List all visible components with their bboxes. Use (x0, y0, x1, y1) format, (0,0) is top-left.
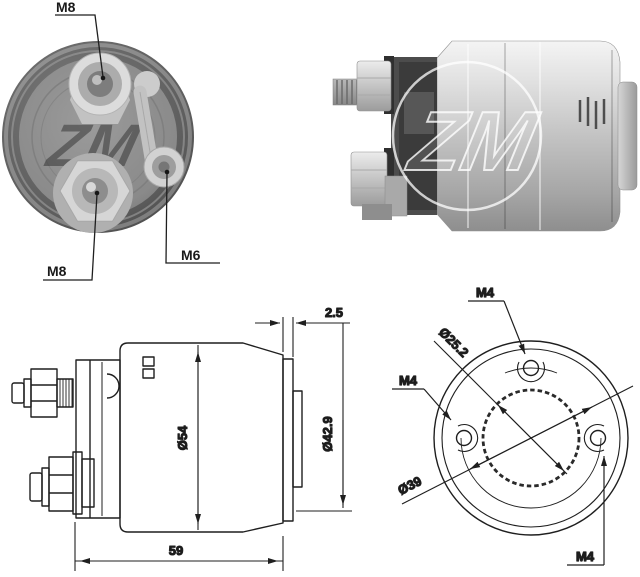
callout-m4-right: M4 (567, 456, 607, 566)
mount-hole-left (455, 423, 479, 453)
dim-body-diameter-text: Ø54 (175, 425, 190, 450)
terminal-m8-top (68, 52, 132, 124)
dim-rear-diameter-text: Ø42.9 (320, 416, 335, 451)
solenoid-body (436, 40, 621, 232)
dim-body-length: 59 (74, 522, 284, 571)
dim-lip-thickness: 2.5 (255, 304, 350, 357)
drawing-body-outline (119, 342, 284, 533)
dim-body-length-text: 59 (169, 543, 183, 558)
callout-m4-top: M4 (468, 284, 526, 355)
stud-bottom (350, 151, 408, 220)
dim-body-diameter: Ø54 (174, 345, 201, 530)
watermark-text: ZM (401, 94, 546, 188)
jumper-strap (133, 71, 160, 165)
drawing-stud-top (11, 368, 74, 418)
solenoid-rear-rim (617, 81, 638, 191)
mount-hole-top (516, 359, 546, 383)
label-m4-top: M4 (476, 285, 495, 300)
stud-top (332, 60, 392, 112)
drawing-rear-cap (282, 358, 294, 522)
label-m4-left: M4 (399, 373, 418, 388)
terminal-m8-bottom (53, 153, 133, 233)
stamped-marks (578, 97, 606, 129)
watermark-zm-light: ZM (391, 60, 547, 212)
drawing-rear-boss (292, 390, 303, 488)
mount-hole-right (583, 423, 607, 453)
dim-bolt-circle-text: Ø39 (395, 473, 424, 498)
dim-bore-diameter: Ø25.2 (433, 324, 568, 475)
label-m6: M6 (181, 247, 201, 263)
dim-rear-diameter: Ø42.9 (296, 323, 352, 512)
terminal-m6 (143, 146, 185, 188)
flange-rim-circle (441, 348, 621, 528)
dim-lip-text: 2.5 (325, 305, 343, 320)
callout-m4-left: M4 (392, 372, 452, 421)
end-view-photo: ZM (2, 0, 220, 281)
front-face-drawing: Ø25.2 Ø39 M4 M4 M4 (392, 284, 634, 566)
side-profile-drawing: Ø54 2.5 Ø42.9 59 (11, 304, 352, 571)
dim-bore-text: Ø25.2 (436, 324, 472, 360)
side-view-photo: ZM (332, 40, 638, 232)
label-m8-bottom: M8 (47, 263, 67, 279)
bore-circle (481, 388, 581, 488)
flange-outer-circle (433, 340, 629, 536)
photo-callouts (43, 14, 220, 281)
drawing-front-cap (75, 359, 121, 519)
body-shadows (504, 43, 613, 229)
label-m8-top: M8 (56, 0, 76, 15)
drawing-stud-bottom (29, 451, 95, 515)
label-m4-right: M4 (576, 549, 595, 564)
